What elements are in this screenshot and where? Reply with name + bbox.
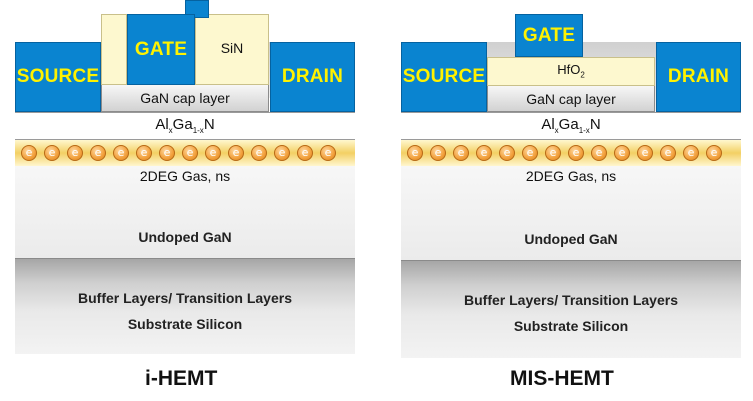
algan-x: x — [168, 126, 173, 135]
i-hemt-diagram: SOURCE DRAIN GATE SiN GaN cap layer AlxG… — [15, 0, 355, 401]
buffer-label: Buffer Layers/ Transition Layers — [78, 290, 292, 306]
electron-icon: e — [568, 145, 584, 161]
electron-icon: e — [706, 145, 722, 161]
source-contact: SOURCE — [401, 42, 487, 112]
sin-label: SiN — [220, 40, 244, 56]
gate-contact: GATE — [515, 14, 583, 57]
electron-icon: e — [614, 145, 630, 161]
electron-row: e e e e e e e e e e e e e e — [15, 145, 355, 162]
electron-icon: e — [522, 145, 538, 161]
electron-row: e e e e e e e e e e e e e e — [401, 145, 741, 162]
buffer-label: Buffer Layers/ Transition Layers — [464, 292, 678, 308]
gate-contact: GATE — [127, 14, 195, 85]
algan-barrier-layer — [401, 112, 741, 140]
cap-layer-label: GaN cap layer — [526, 91, 616, 107]
source-label: SOURCE — [16, 66, 100, 87]
electron-icon: e — [430, 145, 446, 161]
drain-contact: DRAIN — [270, 42, 355, 112]
electron-icon: e — [320, 145, 336, 161]
mis-hemt-diagram: SOURCE DRAIN GATE HfO2 GaN cap layer Alx… — [401, 0, 741, 401]
gan-cap-layer — [101, 85, 269, 112]
hfo2-dielectric — [487, 57, 655, 86]
sin-passivation-left — [101, 14, 127, 85]
electron-icon: e — [21, 145, 37, 161]
electron-icon: e — [476, 145, 492, 161]
twodeg-label: 2DEG Gas, ns — [525, 168, 617, 184]
twodeg-label: 2DEG Gas, ns — [139, 168, 231, 184]
algan-al: Al — [541, 116, 555, 133]
electron-icon: e — [407, 145, 423, 161]
hfo2-label: HfO2 — [487, 62, 655, 80]
electron-icon: e — [499, 145, 515, 161]
undoped-label: Undoped GaN — [138, 229, 232, 245]
electron-icon: e — [67, 145, 83, 161]
source-contact: SOURCE — [15, 42, 101, 112]
algan-1-x: 1-x — [192, 126, 204, 135]
hfo2-sub: 2 — [580, 70, 585, 80]
algan-label: AlxGa1-xN — [15, 116, 355, 135]
electron-icon: e — [113, 145, 129, 161]
algan-al: Al — [155, 116, 169, 133]
electron-icon: e — [297, 145, 313, 161]
algan-ga: Ga — [172, 116, 193, 133]
caption-i-hemt: i-HEMT — [145, 367, 218, 390]
gate-label: GATE — [134, 38, 188, 60]
algan-1-x: 1-x — [578, 126, 590, 135]
electron-icon: e — [44, 145, 60, 161]
electron-icon: e — [637, 145, 653, 161]
algan-barrier-layer — [15, 112, 355, 140]
algan-label: AlxGa1-xN — [401, 116, 741, 135]
electron-icon: e — [90, 145, 106, 161]
electron-icon: e — [228, 145, 244, 161]
buffer-substrate-layer — [15, 258, 355, 354]
substrate-label: Substrate Silicon — [127, 316, 243, 332]
undoped-gan-layer — [15, 166, 355, 258]
electron-icon: e — [182, 145, 198, 161]
substrate-label: Substrate Silicon — [513, 318, 629, 334]
electron-icon: e — [205, 145, 221, 161]
electron-icon: e — [251, 145, 267, 161]
electron-icon: e — [136, 145, 152, 161]
electron-icon: e — [453, 145, 469, 161]
algan-n: N — [203, 116, 215, 133]
electron-icon: e — [545, 145, 561, 161]
gate-label: GATE — [522, 24, 576, 46]
hfo2-base: HfO — [557, 62, 581, 77]
gan-cap-layer — [487, 86, 655, 112]
undoped-gan-layer — [401, 166, 741, 260]
electron-icon: e — [591, 145, 607, 161]
algan-ga: Ga — [558, 116, 579, 133]
electron-icon: e — [274, 145, 290, 161]
cap-layer-label: GaN cap layer — [140, 90, 230, 106]
electron-icon: e — [660, 145, 676, 161]
electron-icon: e — [683, 145, 699, 161]
electron-icon: e — [159, 145, 175, 161]
gate-head — [185, 0, 209, 18]
algan-n: N — [589, 116, 601, 133]
caption-mis-hemt: MIS-HEMT — [510, 367, 614, 390]
drain-label: DRAIN — [667, 66, 730, 87]
drain-contact: DRAIN — [656, 42, 741, 112]
sin-passivation — [195, 14, 269, 85]
algan-x: x — [554, 126, 559, 135]
undoped-label: Undoped GaN — [524, 231, 618, 247]
buffer-substrate-layer — [401, 260, 741, 358]
drain-label: DRAIN — [281, 66, 344, 87]
source-label: SOURCE — [402, 66, 486, 87]
